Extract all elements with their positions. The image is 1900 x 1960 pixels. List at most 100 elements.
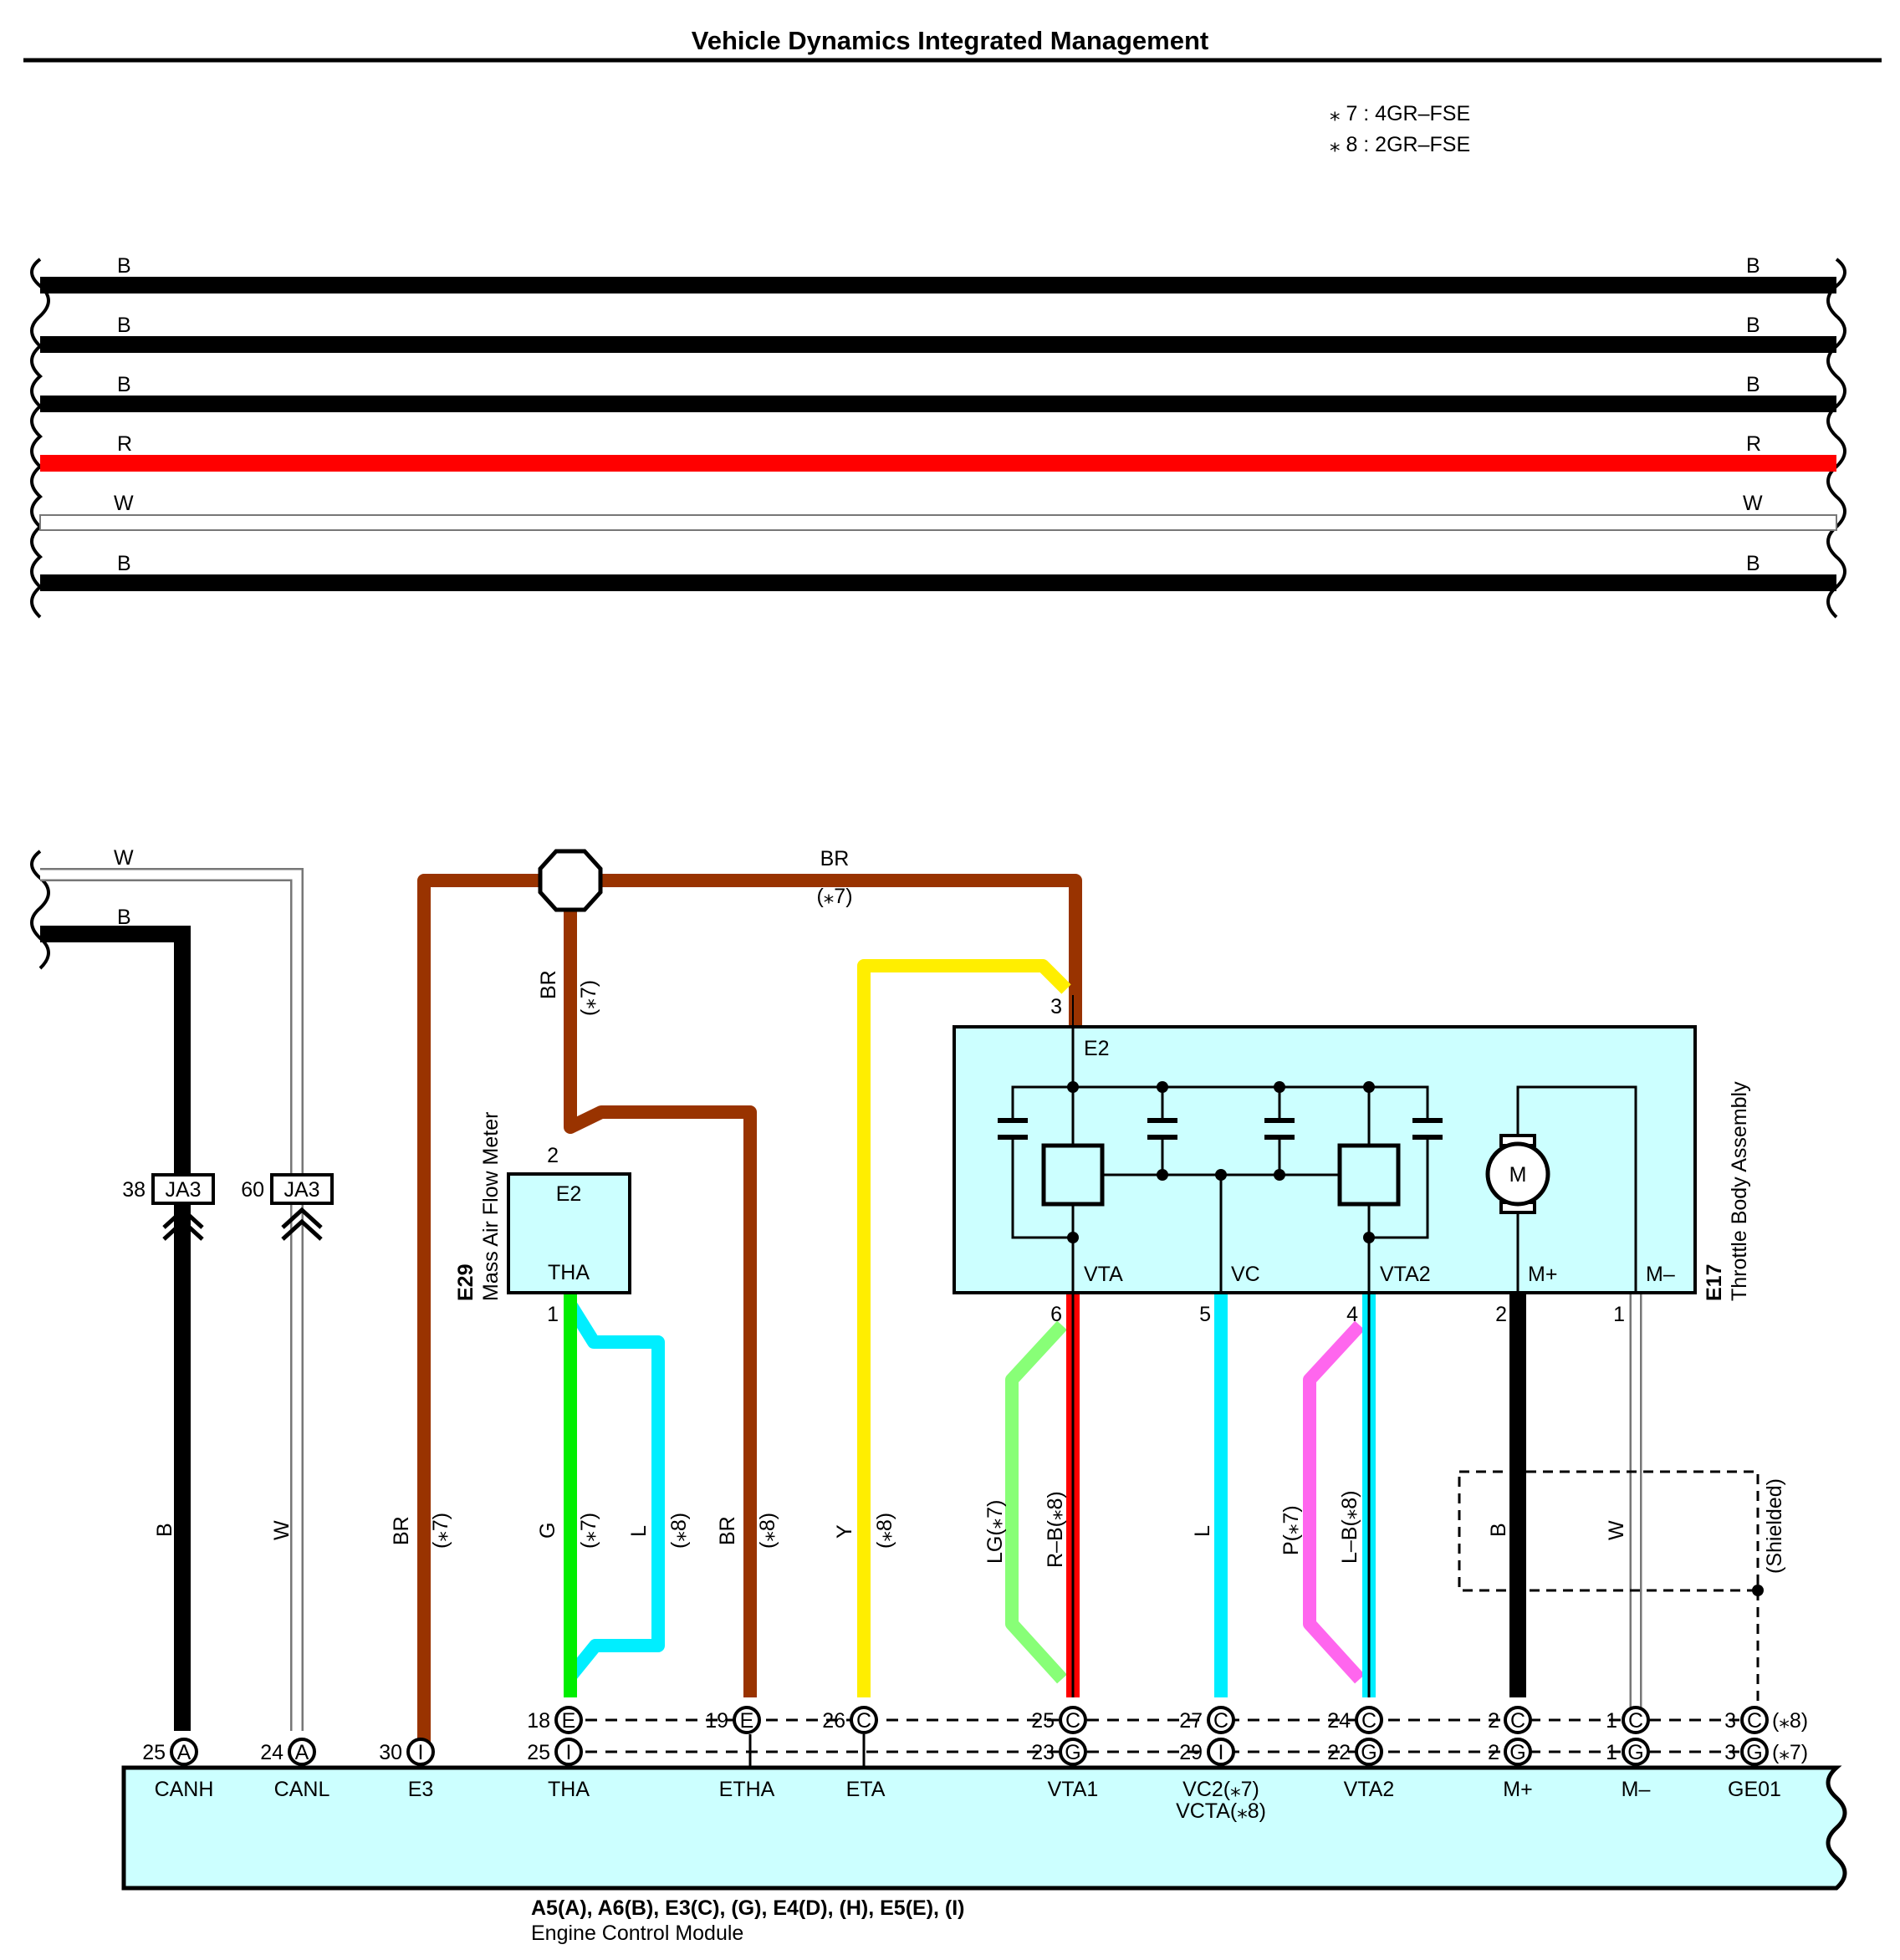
- maf-name: Mass Air Flow Meter: [479, 1112, 503, 1301]
- row1-pin-note-8: (⁎8): [1772, 1709, 1808, 1733]
- tb-name: Throttle Body Assembly: [1728, 1081, 1751, 1301]
- row2-pin-note-9: (⁎7): [1772, 1741, 1808, 1764]
- bus-label-4-right: R: [1746, 432, 1761, 456]
- row2-pin-1: A 24: [260, 1738, 316, 1766]
- tha-l-wire: [564, 1300, 665, 1682]
- vta-lg-wire: [1005, 1320, 1067, 1684]
- ja3-connector-60: JA3 60: [241, 1173, 334, 1241]
- row1-pin-circle-4: [1207, 1706, 1235, 1734]
- break-marks: [30, 258, 1846, 970]
- row1-pin-circle-1: [733, 1706, 761, 1734]
- row1-pin-number-3: 25: [1031, 1709, 1055, 1733]
- ecm-term-vta2: VTA2: [1344, 1778, 1395, 1801]
- br-e3-wire: [417, 874, 1082, 1748]
- bus-label-5-right: W: [1743, 492, 1763, 515]
- wire-note-eta-y: (⁎8): [873, 1513, 896, 1549]
- row1-pin-conn-2: C: [856, 1709, 871, 1733]
- row2-pin-number-2: 30: [379, 1741, 402, 1764]
- bus-label-5-left: W: [114, 492, 134, 515]
- ecm-connectors: A5(A), A6(B), E3(C), (G), E4(D), (H), E5…: [531, 1896, 965, 1920]
- row2-pin-number-7: 2: [1488, 1741, 1499, 1764]
- row2-pin-number-6: 22: [1327, 1741, 1351, 1764]
- br-top-note: (⁎7): [816, 885, 852, 908]
- row1-pin-1: E19: [705, 1706, 761, 1734]
- maf-pin-top: 2: [547, 1144, 559, 1167]
- wire-label-e3-br: BR: [390, 1516, 413, 1545]
- shield-node: [1752, 1585, 1764, 1596]
- row1-pin-4: C27: [1179, 1706, 1235, 1734]
- can-w-wire: [40, 868, 304, 1731]
- tb-pin-mminus: 1: [1613, 1303, 1625, 1326]
- tb-pin-vc: 5: [1199, 1303, 1211, 1326]
- row1-pin-conn-7: C: [1628, 1709, 1643, 1733]
- row1-pin-circle-6: [1504, 1706, 1532, 1734]
- wire-label-vta2-p: P(⁎7): [1279, 1505, 1303, 1555]
- br-mid-label: BR: [537, 970, 560, 999]
- row2-pin-5: I29: [1179, 1738, 1235, 1766]
- bus-wire-5: [39, 514, 1837, 531]
- ecm-term-vta1: VTA1: [1048, 1778, 1099, 1801]
- bus-label-6-left: B: [117, 552, 131, 575]
- bus-label-4-left: R: [117, 432, 132, 456]
- tb-pin-mplus: 2: [1495, 1303, 1507, 1326]
- shield-box: [1458, 1470, 1760, 1592]
- row1-pin-number-7: 1: [1606, 1709, 1617, 1733]
- tb-term-mminus: M–: [1646, 1263, 1675, 1286]
- row1-pin-circle-5: [1355, 1706, 1383, 1734]
- wire-label-tha-l: L: [627, 1525, 651, 1537]
- tb-term-vta: VTA: [1084, 1263, 1123, 1286]
- row1-pin-8: C3(⁎8): [1724, 1706, 1808, 1734]
- row2-pin-3: I25: [527, 1738, 583, 1766]
- row2-pin-2: I 30: [379, 1738, 435, 1766]
- row1-pin-circle-3: [1059, 1706, 1087, 1734]
- row2-pin-conn-4: G: [1065, 1741, 1080, 1764]
- ecm-term-etha: ETHA: [719, 1778, 775, 1801]
- ecm-name: Engine Control Module: [531, 1922, 743, 1945]
- row2-pin-conn-7: G: [1509, 1741, 1525, 1764]
- bus-labels-left: B B B R W B: [114, 254, 134, 575]
- row1-pin-conn-4: C: [1213, 1709, 1228, 1733]
- row2-pin-circle-1: [288, 1738, 316, 1766]
- can-b-wire: [40, 926, 191, 1731]
- row1-pin-number-1: 19: [705, 1709, 728, 1733]
- bus-label-3-left: B: [117, 373, 131, 396]
- row1-pin-7: C1: [1606, 1706, 1650, 1734]
- page-title: Vehicle Dynamics Integrated Management: [692, 26, 1209, 55]
- ja3-name-38: JA3: [165, 1178, 201, 1202]
- wire-label-vta-rb: R–B(⁎8): [1044, 1491, 1067, 1568]
- row2-pin-7: G2: [1488, 1738, 1532, 1766]
- row1-pin-0: E18: [527, 1706, 583, 1734]
- ecm-term-tha: THA: [548, 1778, 590, 1801]
- bus-label-1-right: B: [1746, 254, 1760, 278]
- row2-pin-conn-1: A: [295, 1741, 309, 1764]
- wire-label-vta-lg: LG(⁎7): [983, 1500, 1007, 1564]
- wire-label-tha-g: G: [536, 1523, 559, 1539]
- note-8: ⁎ 8 : 2GR–FSE: [1330, 133, 1470, 156]
- ja3-name-60: JA3: [283, 1178, 319, 1202]
- eta-y-wire: [857, 959, 1071, 1697]
- row2-pin-number-1: 24: [260, 1741, 283, 1764]
- wire-note-tha-g: (⁎7): [577, 1513, 600, 1549]
- row2-pin-4: G23: [1031, 1738, 1087, 1766]
- wire-label-eta-y: Y: [833, 1524, 856, 1539]
- ecm-term-ge01: GE01: [1728, 1778, 1781, 1801]
- row1-pin-5: C24: [1327, 1706, 1383, 1734]
- wire-label-shielded: (Shielded): [1763, 1478, 1786, 1574]
- row2-pin-number-8: 1: [1606, 1741, 1617, 1764]
- ecm-term-vcta: VCTA(⁎8): [1176, 1799, 1266, 1823]
- wire-note-etha-br: (⁎8): [756, 1513, 779, 1549]
- bus-label-6-right: B: [1746, 552, 1760, 575]
- wire-label-etha-br: BR: [716, 1516, 739, 1545]
- ecm-term-canh: CANH: [155, 1778, 214, 1801]
- wire-color-labels: B W BR (⁎7) G (⁎7) L (⁎8) BR (⁎8) Y (⁎8)…: [153, 1478, 1786, 1574]
- ecm-term-canl: CANL: [274, 1778, 330, 1801]
- row1-pin-number-5: 24: [1327, 1709, 1351, 1733]
- row2-pin-conn-2: I: [418, 1741, 424, 1764]
- row1-pin-circle-7: [1622, 1706, 1650, 1734]
- row1-pin-3: C25: [1031, 1706, 1087, 1734]
- row1-pin-circle-2: [850, 1706, 878, 1734]
- ja3-pin-38: 38: [122, 1178, 146, 1202]
- wire-label-can-b: B: [153, 1523, 176, 1537]
- wire-label-mplus-b: B: [1487, 1523, 1510, 1537]
